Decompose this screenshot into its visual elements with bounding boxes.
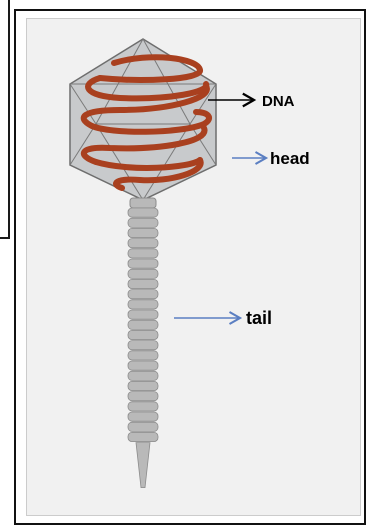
tail-segment — [128, 361, 158, 370]
tail-segment — [128, 351, 158, 360]
head-label: head — [270, 149, 310, 168]
tail-segment — [128, 269, 158, 278]
tail-segment — [128, 310, 158, 319]
tail-segment — [128, 249, 158, 258]
dna-label: DNA — [262, 93, 295, 110]
tail-segment — [128, 218, 158, 227]
tail-segment — [128, 371, 158, 380]
tail-segment — [128, 330, 158, 339]
tail-segment — [128, 320, 158, 329]
tail-segment — [128, 432, 158, 441]
tail-segment — [128, 341, 158, 350]
phage-collar — [130, 198, 156, 208]
tail-segment — [128, 300, 158, 309]
tail-segment — [128, 422, 158, 431]
tail-segment — [128, 239, 158, 248]
tail-segment — [128, 228, 158, 237]
tail-segment — [128, 290, 158, 299]
tail-segment — [128, 402, 158, 411]
tail-segment — [128, 208, 158, 217]
tail-spike — [136, 443, 150, 488]
tail-label: tail — [246, 308, 272, 328]
tail-segment — [128, 259, 158, 268]
tail-segment — [128, 381, 158, 390]
tail-segment — [128, 412, 158, 421]
tail-segment — [128, 279, 158, 288]
tail-segment — [128, 392, 158, 401]
phage-tail — [128, 208, 158, 488]
